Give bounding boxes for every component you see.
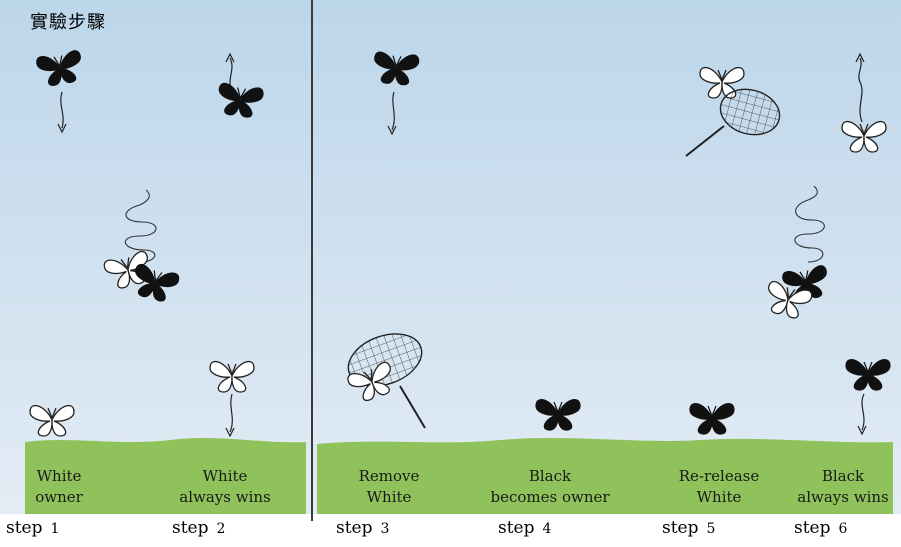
page-title: 實驗步驟 bbox=[30, 12, 106, 33]
flight-path-arrow bbox=[60, 91, 64, 129]
flight-path-arrow bbox=[861, 393, 865, 431]
caption-line1: White bbox=[202, 467, 248, 485]
step-word: step bbox=[172, 518, 209, 538]
caption-step5: Re-release White bbox=[664, 466, 774, 508]
step-label-5: step 5 bbox=[662, 518, 715, 538]
caption-step3: Remove White bbox=[344, 466, 434, 508]
step-word: step bbox=[6, 518, 43, 538]
flight-path-arrow bbox=[391, 91, 395, 131]
step-word: step bbox=[662, 518, 699, 538]
step-label-6: step 6 bbox=[794, 518, 847, 538]
caption-line1: White bbox=[36, 467, 82, 485]
caption-line2: becomes owner bbox=[490, 488, 610, 506]
step-label-3: step 3 bbox=[336, 518, 389, 538]
ground-left bbox=[25, 438, 306, 514]
step-label-1: step 1 bbox=[6, 518, 59, 538]
step-number: 4 bbox=[542, 521, 552, 537]
caption-line1: Re-release bbox=[678, 467, 760, 485]
step-number: 1 bbox=[50, 521, 60, 537]
step-number: 2 bbox=[216, 521, 226, 537]
net-icon-release bbox=[719, 88, 781, 136]
step-number: 6 bbox=[838, 521, 848, 537]
caption-step1: White owner bbox=[14, 466, 104, 508]
panel-divider bbox=[311, 0, 313, 521]
caption-line1: Black bbox=[528, 467, 572, 485]
caption-line1: Black bbox=[821, 467, 865, 485]
flight-path-arrow bbox=[229, 393, 233, 433]
caption-line2: always wins bbox=[797, 488, 889, 506]
step-word: step bbox=[336, 518, 373, 538]
flight-path-arrow bbox=[858, 57, 863, 123]
background bbox=[0, 0, 901, 514]
diagram-scene bbox=[0, 0, 901, 514]
caption-line2: owner bbox=[35, 488, 83, 506]
step-label-2: step 2 bbox=[172, 518, 225, 538]
step-number: 5 bbox=[706, 521, 716, 537]
caption-step2: White always wins bbox=[160, 466, 290, 508]
caption-step6: Black always wins bbox=[788, 466, 898, 508]
diagram-panel: 實驗步驟 White owner White always wins Remov… bbox=[0, 0, 901, 514]
step-number: 3 bbox=[380, 521, 390, 537]
caption-line1: Remove bbox=[358, 467, 420, 485]
net-handle bbox=[399, 385, 426, 429]
spiral-flight-path-2 bbox=[794, 199, 825, 263]
caption-line2: White bbox=[366, 488, 412, 506]
net-icon bbox=[347, 333, 423, 387]
step-word: step bbox=[498, 518, 535, 538]
step-word: step bbox=[794, 518, 831, 538]
caption-line2: White bbox=[696, 488, 742, 506]
ground-right bbox=[317, 438, 893, 514]
step-label-4: step 4 bbox=[498, 518, 551, 538]
net-handle-release bbox=[685, 125, 725, 157]
caption-step4: Black becomes owner bbox=[480, 466, 620, 508]
caption-line2: always wins bbox=[179, 488, 271, 506]
